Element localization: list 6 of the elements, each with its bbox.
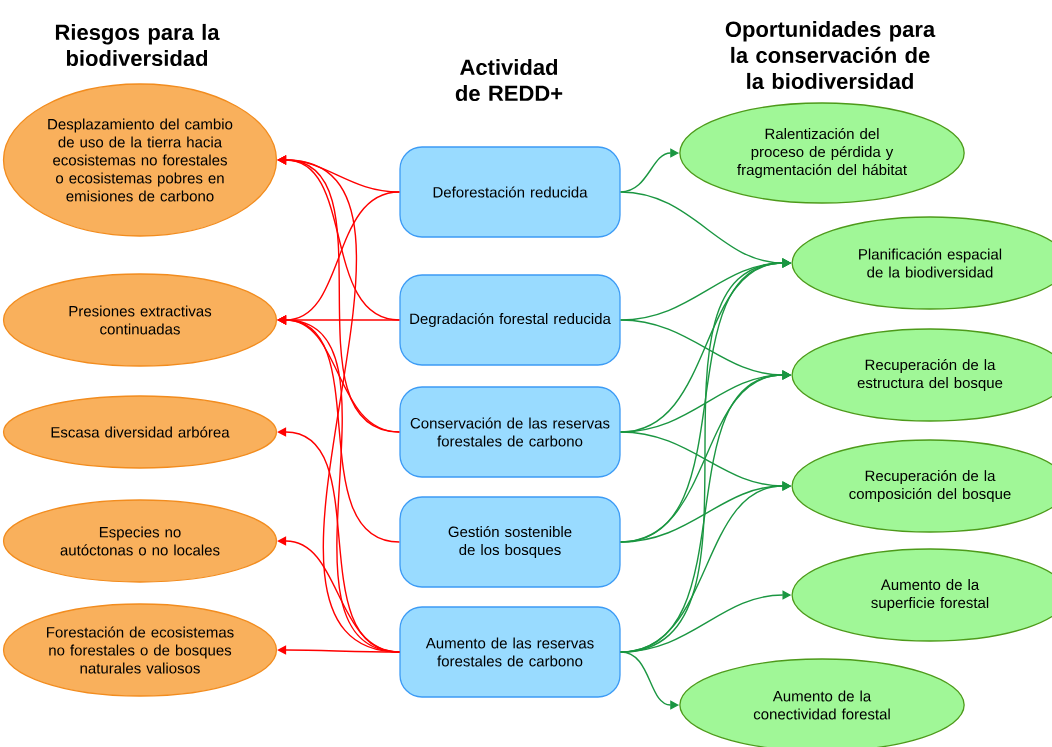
activity-box: Conservación de las reservas forestales de carbono — [399, 386, 621, 478]
column-heading: Actividad de REDD+ — [455, 58, 563, 102]
activity-box: Gestión sostenible de los bosques — [399, 496, 621, 588]
activity-box: Degradación forestal reducida — [399, 274, 621, 366]
activity-box: Aumento de las reservas forestales de carbono — [399, 606, 621, 698]
activity-box: Deforestación reducida — [399, 146, 621, 238]
